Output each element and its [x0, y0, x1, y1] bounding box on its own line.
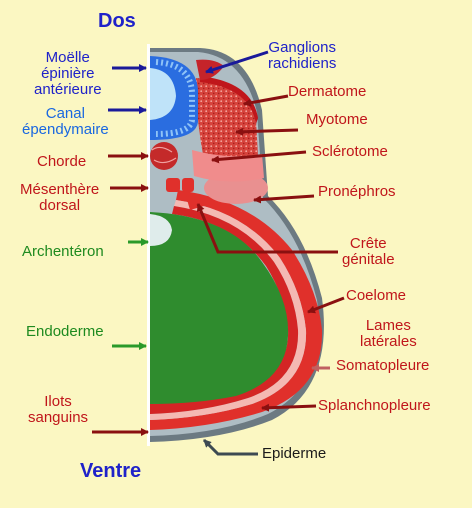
label-canal-ependymaire: Canal épendymaire [22, 105, 109, 138]
label-ilots-sanguins: Ilots sanguins [28, 393, 89, 426]
label-endoderme: Endoderme [26, 323, 104, 340]
label-epiderme: Epiderme [262, 445, 327, 462]
label-lames-laterales: Lames latérales [360, 317, 417, 350]
endoderme-mass [150, 212, 289, 404]
label-sclerotome: Sclérotome [312, 143, 388, 160]
canal-ependymaire [150, 68, 176, 120]
somatopleure-layer [150, 190, 323, 430]
label-dos: Dos [98, 10, 136, 32]
mesentere-dorsal [150, 176, 166, 192]
section-edge [147, 44, 150, 446]
label-ganglions-rachidiens: Ganglions rachidiens [268, 39, 337, 72]
chorde-shape [150, 142, 178, 170]
label-somatopleure: Somatopleure [336, 357, 430, 374]
label-crete-genitale: Crête génitale [342, 235, 395, 268]
archenteron-cavity [150, 214, 172, 246]
splanchnopleure-layer [150, 206, 299, 414]
label-dermatome: Dermatome [288, 83, 367, 100]
label-mesenthere-dorsal: Mésenthère dorsal [20, 181, 100, 214]
label-myotome: Myotome [306, 111, 368, 128]
label-chorde: Chorde [37, 153, 87, 170]
label-splanchnopleure: Splanchnopleure [318, 397, 431, 414]
myotome-block [196, 78, 258, 164]
neural-tube-lines [155, 59, 195, 137]
label-pronephros: Pronéphros [318, 183, 396, 200]
label-ventre: Ventre [80, 460, 142, 482]
label-archenteron: Archentéron [22, 243, 104, 260]
label-moelle-epiniere: Moëlle épinière antérieure [34, 49, 102, 98]
label-coelome: Coelome [346, 287, 407, 304]
